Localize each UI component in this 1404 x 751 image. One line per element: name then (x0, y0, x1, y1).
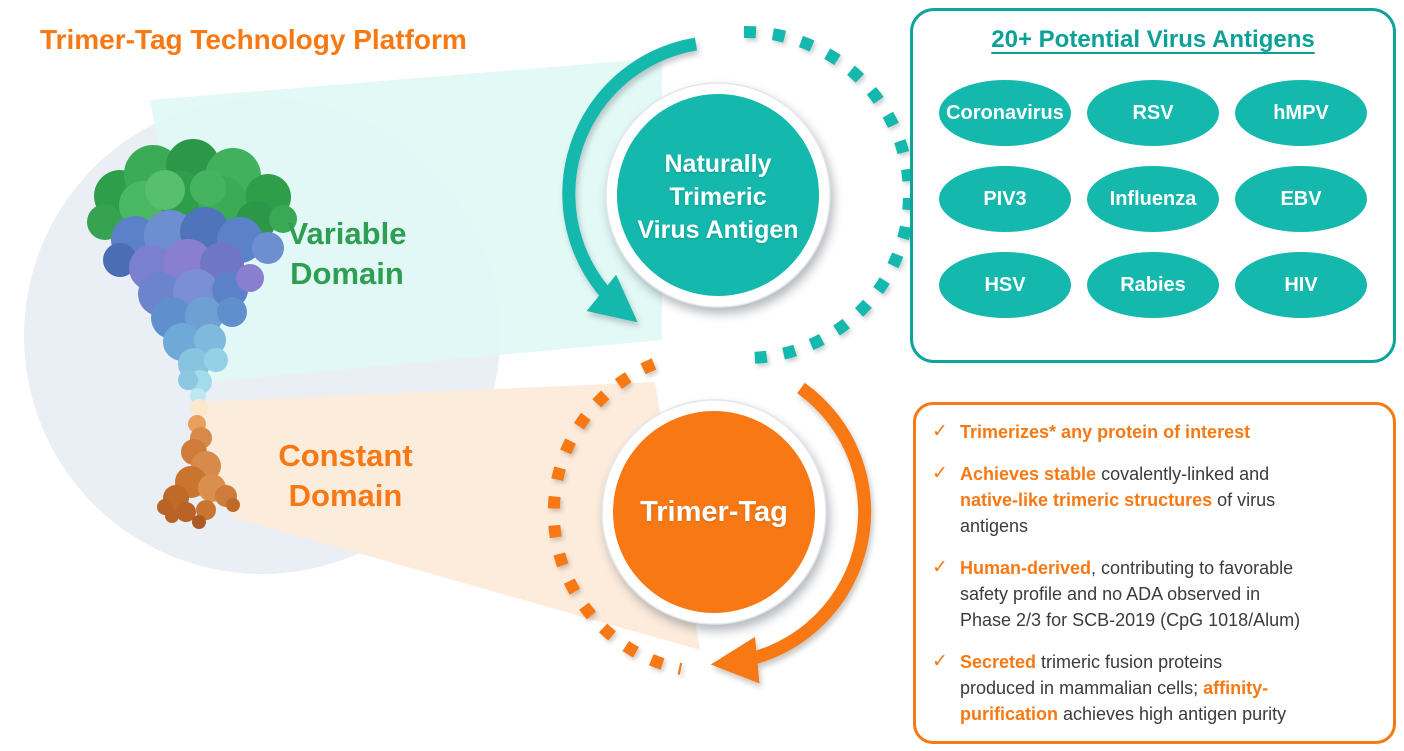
tag-cycle-arrow-solid (710, 382, 872, 684)
antigen-panel: 20+ Potential Virus Antigens Coronavirus… (910, 8, 1396, 363)
antigen-pill: hMPV (1235, 80, 1367, 146)
variable-region-blobs (87, 139, 297, 404)
bullet-text: Human-derived, contributing to favorable… (960, 558, 1301, 630)
feature-bullet: ✓ Secreted trimeric fusion proteins produ… (932, 649, 1385, 727)
antigen-pill: RSV (1087, 80, 1219, 146)
linker-glow (190, 399, 208, 417)
antigen-pill: HIV (1235, 252, 1367, 318)
bullet-text: Secreted trimeric fusion proteins produc… (960, 652, 1287, 724)
antigen-circle-label: Naturally Trimeric Virus Antigen (637, 150, 799, 244)
tag-cycle (547, 358, 872, 684)
antigen-pill: PIV3 (939, 166, 1071, 232)
antigen-pill: HSV (939, 252, 1071, 318)
antigen-pill: EBV (1235, 166, 1367, 232)
tag-cycle-arrow-dotted (547, 358, 683, 675)
check-icon: ✓ (932, 557, 948, 578)
check-icon: ✓ (932, 463, 948, 484)
antigen-pill: Coronavirus (939, 80, 1071, 146)
tag-circle-label: Trimer-Tag (640, 496, 788, 528)
features-list: ✓ Trimerizes* any protein of interest ✓ Ach… (932, 419, 1385, 727)
feature-bullet: ✓ Achieves stable covalently-linked and n… (932, 461, 1385, 539)
constant-domain-label: Constant Domain (278, 438, 413, 513)
feature-bullet: ✓ Human-derived, contributing to favorabl… (932, 555, 1385, 633)
antigen-circle (617, 94, 819, 296)
variable-domain-label: Variable Domain (287, 216, 407, 291)
antigen-pill: Influenza (1087, 166, 1219, 232)
check-icon: ✓ (932, 421, 948, 442)
page-title: Trimer-Tag Technology Platform (40, 24, 467, 55)
bullet-text: Trimerizes* any protein of interest (960, 422, 1251, 442)
antigen-cycle (562, 25, 915, 364)
bullet-text: Achieves stable covalently-linked and na… (960, 464, 1276, 536)
check-icon: ✓ (932, 651, 948, 672)
antigen-cycle-arrow-solid (562, 37, 698, 323)
feature-bullet: ✓ Trimerizes* any protein of interest (932, 419, 1385, 445)
features-panel: ✓ Trimerizes* any protein of interest ✓ Ach… (913, 402, 1396, 744)
tag-circle (613, 411, 815, 613)
constant-region-blobs (157, 415, 240, 529)
variable-domain-beam (150, 58, 662, 382)
antigen-panel-title: 20+ Potential Virus Antigens (991, 26, 1315, 53)
spike-protein-image (87, 139, 297, 529)
antigen-pill: Rabies (1087, 252, 1219, 318)
